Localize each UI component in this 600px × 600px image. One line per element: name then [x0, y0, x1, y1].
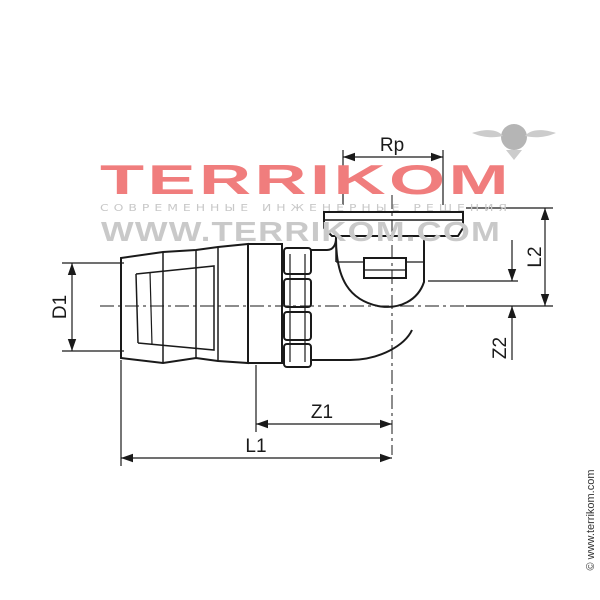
l1-label: L1	[245, 436, 266, 457]
winged-globe-icon	[472, 124, 556, 160]
watermark-logo: TERRIKOM	[100, 156, 512, 203]
terrikom-watermark: TERRIKOM СОВРЕМЕННЫЕ ИНЖЕНЕРНЫЕ РЕШЕНИЯ …	[100, 124, 556, 247]
nut-inner-line	[149, 271, 153, 346]
body-rib	[283, 311, 312, 341]
compression-nut	[120, 242, 249, 365]
copyright-text: © www.terrikom.com	[585, 469, 597, 570]
body-rib	[283, 278, 312, 308]
nut-inner-taper	[135, 265, 215, 351]
d1-label: D1	[50, 295, 71, 319]
thread-window	[363, 257, 407, 279]
dimensions	[62, 150, 553, 466]
body-collar	[247, 243, 283, 364]
body-rib	[283, 343, 312, 368]
elbow-curve	[335, 237, 425, 308]
watermark-tagline: СОВРЕМЕННЫЕ ИНЖЕНЕРНЫЕ РЕШЕНИЯ	[100, 203, 512, 214]
dimension-labels: Rp L2 Z2 D1 Z1 L1	[50, 135, 546, 457]
z2-label: Z2	[490, 337, 511, 359]
elbow-neck	[311, 234, 413, 361]
body-rib	[283, 247, 312, 275]
l2-label: L2	[525, 246, 546, 267]
outlet-flange	[323, 211, 464, 237]
center-lines	[100, 195, 485, 455]
z1-label: Z1	[311, 402, 333, 423]
rp-label: Rp	[380, 135, 404, 156]
watermark-url: WWW.TERRIKOM.COM	[101, 216, 501, 247]
